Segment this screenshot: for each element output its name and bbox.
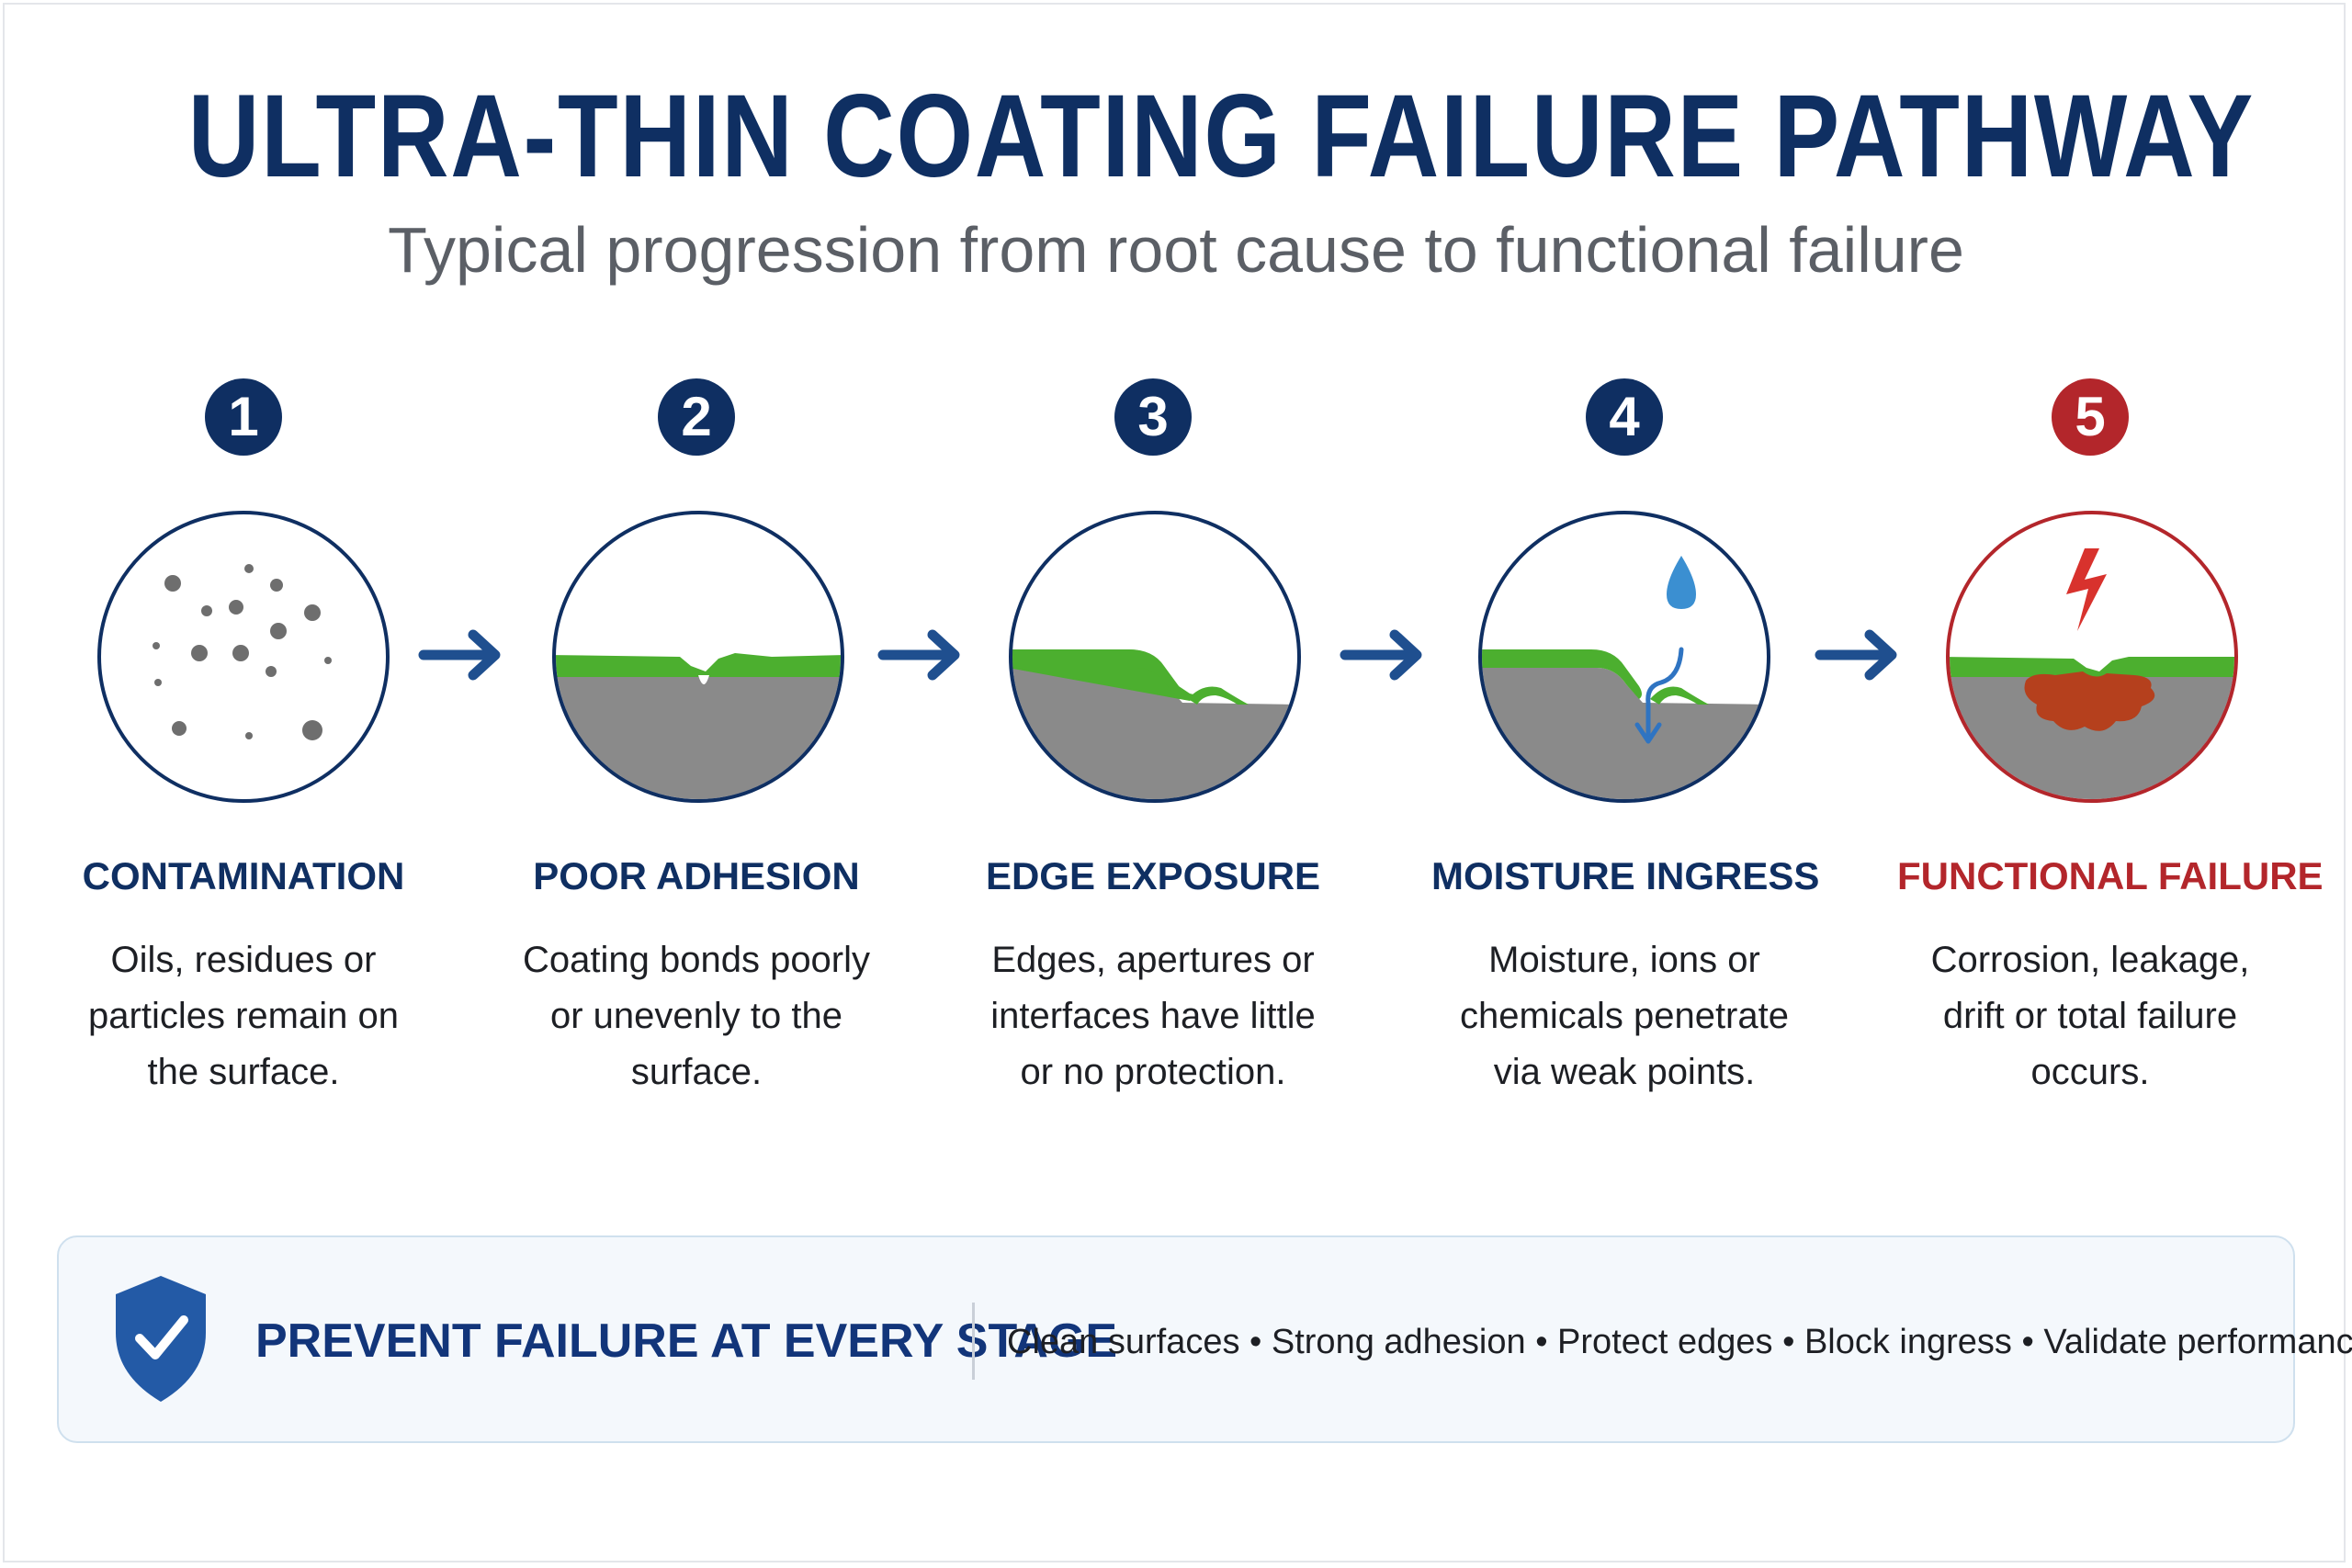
stage-description-line: Moisture, ions or	[1488, 940, 1760, 980]
prevention-actions-list: Clean surfaces • Strong adhesion • Prote…	[1007, 1323, 2352, 1361]
stage-title: MOISTURE INGRESS	[1431, 854, 1820, 897]
stage-description-line: occurs.	[2030, 1052, 2150, 1092]
stage-description-line: particles remain on	[88, 996, 399, 1036]
stage-number-badge: 2	[658, 378, 735, 456]
stage-description-line: interfaces have little	[990, 996, 1316, 1036]
poor-adhesion-icon	[552, 511, 844, 803]
stage-functional-failure: 5 FUNCTIONAL FAILURE Corrosion, leakage,…	[1897, 0, 2324, 1148]
stage-description-line: chemicals penetrate	[1460, 996, 1789, 1036]
stage-description-line: or unevenly to the	[550, 996, 842, 1036]
stage-description: Coating bonds poorly or unevenly to the …	[503, 932, 889, 1100]
stage-description-line: via weak points.	[1493, 1052, 1756, 1092]
stage-description-line: surface.	[630, 1052, 763, 1092]
stage-description-line: drift or total failure	[1942, 996, 2238, 1036]
stage-description-line: Coating bonds poorly	[522, 940, 871, 980]
stage-title: POOR ADHESION	[533, 854, 860, 897]
stage-title: EDGE EXPOSURE	[985, 854, 1321, 897]
divider	[972, 1303, 975, 1380]
right-arrow-icon	[1815, 629, 1897, 681]
right-arrow-icon	[418, 629, 501, 681]
stage-title: CONTAMINATION	[82, 854, 405, 897]
stage-number-badge: 5	[2052, 378, 2129, 456]
stage-description: Corrosion, leakage, drift or total failu…	[1897, 932, 2283, 1100]
stage-description-line: Oils, residues or	[110, 940, 377, 980]
stage-number-badge: 1	[205, 378, 282, 456]
moisture-ingress-icon	[1478, 511, 1770, 803]
stage-description: Edges, apertures or interfaces have litt…	[960, 932, 1346, 1100]
edge-exposure-icon	[1009, 511, 1301, 803]
stage-description-line: Corrosion, leakage,	[1930, 940, 2250, 980]
stage-number-badge: 3	[1114, 378, 1192, 456]
right-arrow-icon	[877, 629, 960, 681]
prevention-title: PREVENT FAILURE AT EVERY STAGE	[255, 1314, 1118, 1368]
stage-edge-exposure: 3 EDGE EXPOSURE Edges, apertures or inte…	[960, 0, 1346, 1148]
contamination-particles-icon	[97, 511, 390, 803]
stage-description-line: the surface.	[147, 1052, 340, 1092]
stage-description-line: Edges, apertures or	[991, 940, 1315, 980]
stage-poor-adhesion: 2 POOR ADHESION Coating bonds poorly or …	[503, 0, 889, 1148]
page-subtitle: Typical progression from root cause to f…	[388, 214, 1964, 286]
prevention-banner	[57, 1235, 2295, 1443]
page-frame	[3, 3, 2346, 1562]
stage-description: Oils, residues or particles remain on th…	[51, 932, 436, 1100]
stage-description: Moisture, ions or chemicals penetrate vi…	[1431, 932, 1817, 1100]
stage-title: FUNCTIONAL FAILURE	[1897, 854, 2324, 897]
stage-description-line: or no protection.	[1020, 1052, 1286, 1092]
stage-contamination: 1 CONTAMINATION Oils, residues or partic…	[51, 0, 436, 1148]
functional-failure-icon	[1946, 511, 2238, 803]
shield-check-icon	[116, 1276, 206, 1402]
stage-number-badge: 4	[1586, 378, 1663, 456]
right-arrow-icon	[1340, 629, 1422, 681]
page-title: ULTRA-THIN COATING FAILURE PATHWAY	[187, 71, 2256, 202]
stage-moisture-ingress: 4 MOISTURE INGRESS Moisture, ions or che…	[1431, 0, 1820, 1148]
